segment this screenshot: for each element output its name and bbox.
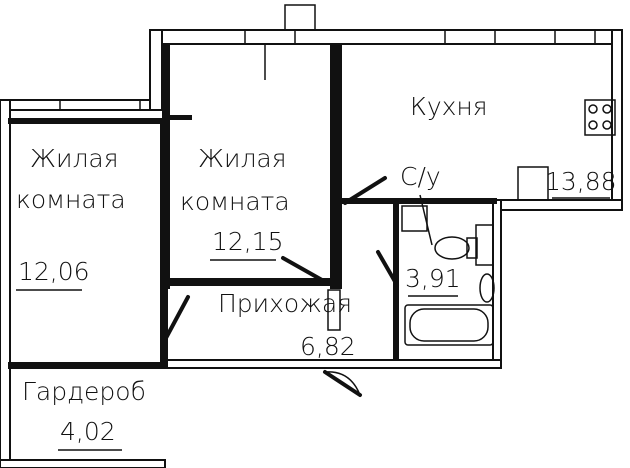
doors bbox=[164, 176, 399, 397]
room-area: 12,15 bbox=[212, 227, 284, 256]
room-name: комната bbox=[16, 185, 126, 214]
fixtures bbox=[401, 99, 616, 346]
room-name: Кухня bbox=[410, 92, 488, 121]
room-wardrobe: Гардероб 4,02 bbox=[22, 377, 146, 451]
washbasin-icon bbox=[479, 273, 495, 303]
room-name: Жилая bbox=[30, 144, 119, 173]
sink-icon bbox=[517, 166, 549, 201]
room-hallway: Прихожая 6,82 bbox=[218, 289, 356, 361]
room-name: Жилая bbox=[198, 144, 287, 173]
bathtub-icon bbox=[404, 304, 494, 346]
room-living-2: Жилая комната 12,15 bbox=[180, 144, 290, 261]
room-area: 12,06 bbox=[18, 257, 90, 286]
room-kitchen: Кухня 13,88 bbox=[410, 92, 617, 199]
toilet-icon bbox=[434, 236, 470, 260]
room-living-1: Жилая комната 12,06 bbox=[16, 144, 126, 291]
stove-icon bbox=[584, 99, 616, 136]
room-name: Прихожая bbox=[218, 289, 352, 318]
room-name: Гардероб bbox=[22, 377, 146, 406]
room-area: 13,88 bbox=[545, 167, 617, 196]
room-area: 6,82 bbox=[300, 332, 356, 361]
walls bbox=[0, 4, 623, 468]
room-name: С/у bbox=[400, 162, 441, 191]
room-area: 3,91 bbox=[405, 264, 461, 293]
room-bathroom: С/у 3,91 bbox=[400, 162, 461, 297]
room-name: комната bbox=[180, 187, 290, 216]
room-area: 4,02 bbox=[60, 417, 116, 446]
